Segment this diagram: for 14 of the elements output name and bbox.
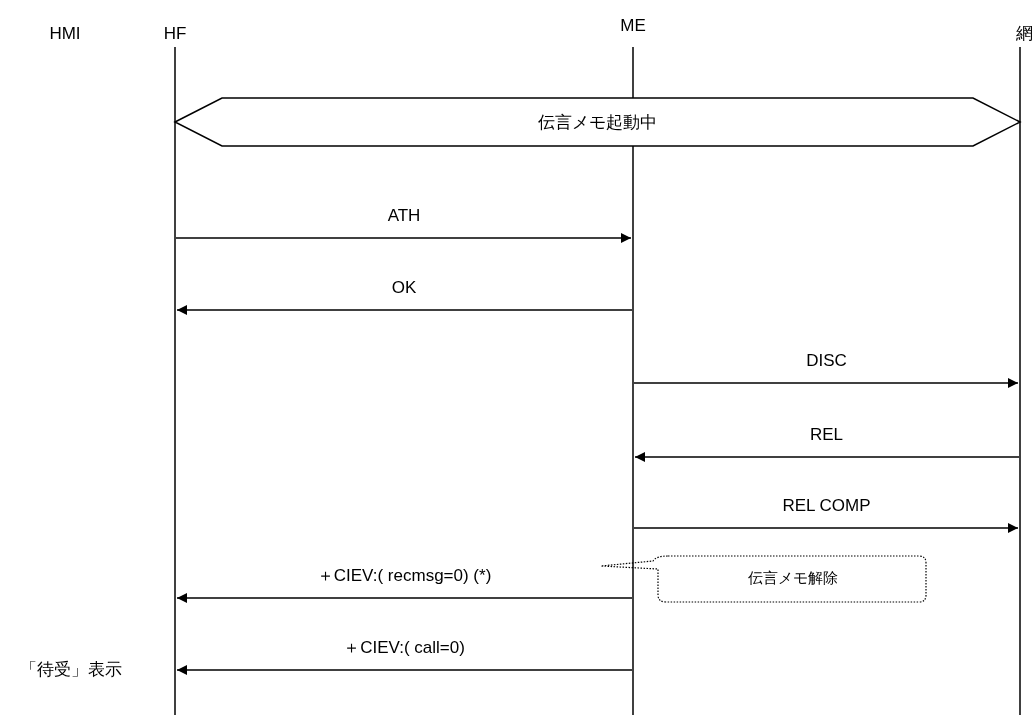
callout-text: 伝言メモ解除 [747,568,838,588]
note-text: 「待受」表示 [20,660,122,680]
participant-label: ME [620,16,646,36]
message-arrow [633,378,1019,388]
message-arrow [176,305,633,315]
message-arrow [176,593,633,603]
participant-label: 網 [1015,24,1033,44]
message-arrow [175,233,632,243]
message-arrow [633,523,1019,533]
band-text: 伝言メモ起動中 [538,111,657,134]
participant-label: HMI [49,24,81,44]
participant-label: HF [163,24,187,44]
message-arrow [176,665,633,675]
message-arrow [634,452,1020,462]
